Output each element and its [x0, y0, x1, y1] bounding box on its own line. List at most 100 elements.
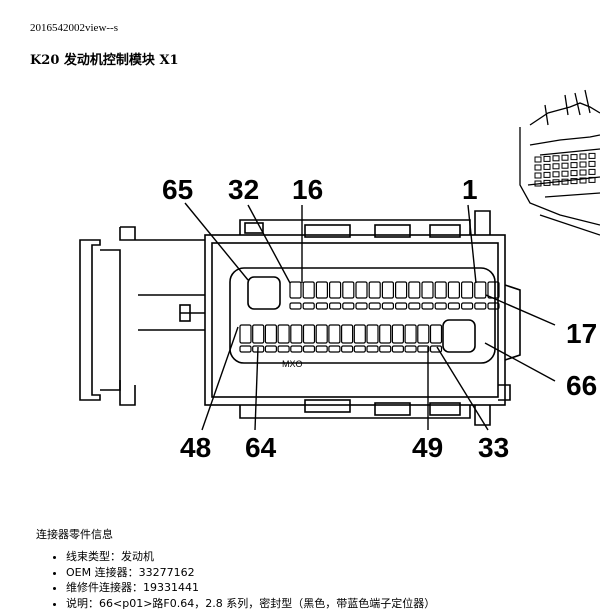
pin-cavity [316, 303, 327, 309]
page-title: K20 发动机控制模块 X1 [30, 49, 179, 68]
pin-cavity [342, 346, 353, 352]
pin-cavity [253, 325, 264, 343]
pin-cavity [405, 346, 416, 352]
connector-info-list: 线束类型：发动机 OEM 连接器：33277162 维修件连接器：1933144… [52, 549, 435, 611]
photo-pin [535, 173, 541, 178]
pin-cavity [405, 325, 416, 343]
pin-label-65: 65 [162, 174, 193, 205]
photo-pin [562, 171, 568, 176]
pin-cavity [265, 346, 276, 352]
pin-cavity [329, 325, 340, 343]
pin-cavity [354, 346, 365, 352]
pin-label-64: 64 [245, 432, 277, 463]
document-id: 2016542002view--s [30, 22, 118, 34]
pin-cavity [329, 346, 340, 352]
pin-cavity [396, 303, 407, 309]
pin-cavity [291, 346, 302, 352]
photo-pin [544, 164, 550, 169]
photo-pin [535, 157, 541, 162]
pin-cavity [304, 346, 315, 352]
pin-cavity [380, 346, 391, 352]
connector-info-heading: 连接器零件信息 [36, 526, 113, 542]
pin-cavity [240, 346, 251, 352]
pin-cavity [278, 325, 289, 343]
photo-pin [580, 154, 586, 159]
pin-cavity [462, 303, 473, 309]
pin-cavity [316, 325, 327, 343]
pin-cavity [330, 282, 341, 298]
svg-text:MXO: MXO [282, 359, 303, 369]
pin-label-1: 1 [462, 174, 478, 205]
list-item: 维修件连接器：19331441 [66, 580, 435, 596]
pin-cavity [303, 303, 314, 309]
pin-cavity [448, 303, 459, 309]
pin-cavity [356, 282, 367, 298]
pin-cavity [435, 282, 446, 298]
pin-cavity [435, 303, 446, 309]
photo-pin [553, 172, 559, 177]
pin-label-16: 16 [292, 174, 323, 205]
photo-pin [580, 162, 586, 167]
photo-pin [553, 164, 559, 169]
pin-label-49: 49 [412, 432, 443, 463]
pin-cavity [392, 346, 403, 352]
pin-cavity [367, 325, 378, 343]
pin-cavity [382, 282, 393, 298]
pin-cavity [240, 325, 251, 343]
pin-cavity [418, 346, 429, 352]
photo-pin [571, 163, 577, 168]
list-item: 说明：66<p01>路F0.64，2.8 系列，密封型（黑色，带蓝色端子定位器） [66, 596, 435, 611]
pin-cavity [316, 282, 327, 298]
pin-cavity [367, 346, 378, 352]
photo-pin [589, 153, 595, 158]
list-item: 线束类型：发动机 [66, 549, 435, 565]
pin-cavity [278, 346, 289, 352]
pin-cavity [291, 325, 302, 343]
pin-cavity [304, 325, 315, 343]
photo-pin [589, 169, 595, 174]
pin-cavity [343, 303, 354, 309]
pin-cavity [369, 282, 380, 298]
photo-pin [535, 165, 541, 170]
pin-cavity [342, 325, 353, 343]
pin-label-17: 17 [566, 318, 597, 349]
pin-label-66: 66 [566, 370, 597, 401]
pin-cavity [475, 282, 486, 298]
pin-cavity [290, 282, 301, 298]
pin-label-48: 48 [180, 432, 211, 463]
pin-cavity [343, 282, 354, 298]
pin-cavity [431, 325, 442, 343]
pin-label-33: 33 [478, 432, 509, 463]
photo-pin [589, 161, 595, 166]
connector-diagram: MXO [0, 85, 600, 475]
pin-label-32: 32 [228, 174, 259, 205]
pin-cavity [303, 282, 314, 298]
photo-pin [562, 163, 568, 168]
pin-cavity [354, 325, 365, 343]
pin-cavity [418, 325, 429, 343]
pin-cavity [356, 303, 367, 309]
pin-cavity [409, 282, 420, 298]
pin-cavity [316, 346, 327, 352]
pin-cavity [330, 303, 341, 309]
pin-cavity [422, 303, 433, 309]
pin-cavity [380, 325, 391, 343]
pin-cavity [409, 303, 420, 309]
photo-pin [562, 155, 568, 160]
pin-cavity [382, 303, 393, 309]
pin-cavity [475, 303, 486, 309]
photo-pin [571, 171, 577, 176]
photo-pin [571, 155, 577, 160]
pin-cavity [396, 282, 407, 298]
photo-pin [553, 156, 559, 161]
pin-cavity [290, 303, 301, 309]
pin-cavity [265, 325, 276, 343]
pin-cavity [422, 282, 433, 298]
pin-cavity [462, 282, 473, 298]
photo-pin [580, 170, 586, 175]
photo-pin [544, 156, 550, 161]
pin-cavity [369, 303, 380, 309]
pin-cavity [448, 282, 459, 298]
pin-cavity [392, 325, 403, 343]
photo-pin [544, 172, 550, 177]
